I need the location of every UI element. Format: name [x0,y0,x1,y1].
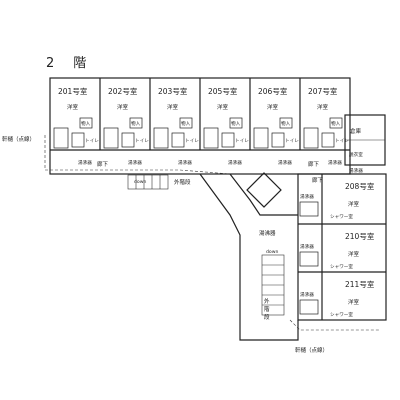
room-type-210: 洋室 [348,250,360,258]
toilet-206 [271,132,285,148]
closet-label-202: 物入 [131,120,141,127]
right-room-labels: 208号室洋室シャワー室湯沸器210号室洋室シャワー室湯沸器211号室洋室シャワ… [299,181,375,318]
center-stair-block [127,172,299,341]
eaves-label-bottom: 軒樋（点線） [295,346,328,354]
room-name-210: 210号室 [345,231,375,241]
bath-201 [53,127,69,149]
down-label-mid: down [266,249,278,255]
closet-206 [279,117,293,129]
heater-label-203: 湯沸器 [178,159,192,166]
heater-label-208: 湯沸器 [300,193,314,200]
shower-box-211 [299,299,319,315]
toilet-label-201: トイレ [85,139,99,144]
heater-label-207: 湯沸器 [328,159,342,166]
corridor-label-1: 廊下 [97,160,109,168]
bath-205 [203,127,219,149]
closet-201 [79,117,93,129]
room-name-208: 208号室 [345,181,375,191]
toilet-label-205: トイレ [235,139,249,144]
closet-label-207: 物入 [331,120,341,127]
heater-label-205: 湯沸器 [228,159,242,166]
right-wing-walls [297,173,387,321]
room-type-211: 洋室 [348,298,360,306]
heater-label-mid: 湯沸器 [259,229,276,237]
closet-label-206: 物入 [281,120,291,127]
toilet-label-203: トイレ [185,139,199,144]
room-name-206: 206号室 [258,86,288,96]
closet-202 [129,117,143,129]
svg-text:階: 階 [264,305,270,313]
closet-label-205: 物入 [231,120,241,127]
eaves-label-left: 軒樋（点線） [2,135,35,143]
closet-label-201: 物入 [81,120,91,127]
shower-label-208: シャワー室 [330,213,353,220]
down-label-top: down [134,179,146,185]
closet-203 [179,117,193,129]
room-type-203: 洋室 [167,103,179,111]
external-stairs-label-top: 外階段 [174,178,191,186]
shower-label-211: シャワー室 [330,311,353,318]
changing-room-label: 脱衣室 [349,151,363,158]
bath-202 [103,127,119,149]
svg-text:外: 外 [264,297,270,305]
room-name-211: 211号室 [345,279,375,289]
room-type-202: 洋室 [117,103,129,111]
closet-205 [229,117,243,129]
eaves-dashed-lines [44,135,380,331]
heater-label-202: 湯沸器 [128,159,142,166]
toilet-202 [121,132,135,148]
toilet-label-206: トイレ [285,139,299,144]
toilet-203 [171,132,185,148]
room-name-202: 202号室 [108,86,138,96]
bath-207 [303,127,319,149]
toilet-207 [321,132,335,148]
floor-title: 2 階 [46,56,90,71]
room-type-205: 洋室 [217,103,229,111]
heater-label-206: 湯沸器 [278,159,292,166]
room-name-207: 207号室 [308,86,338,96]
heater-label-201: 湯沸器 [78,159,92,166]
shower-box-210 [299,251,319,267]
room-type-206: 洋室 [267,103,279,111]
shower-label-210: シャワー室 [330,263,353,270]
corridor-label-2: 廊下 [308,160,320,168]
toilet-205 [221,132,235,148]
room-type-201: 洋室 [67,103,79,111]
bath-206 [253,127,269,149]
toilet-label-202: トイレ [135,139,149,144]
room-name-205: 205号室 [208,86,238,96]
external-stairs-label-vertical: 外 階 段 [264,297,270,321]
room-name-203: 203号室 [158,86,188,96]
closet-207 [329,117,343,129]
toilet-201 [71,132,85,148]
heater-label-211: 湯沸器 [300,291,314,298]
room-name-201: 201号室 [58,86,88,96]
toilet-label-207: トイレ [335,139,349,144]
shower-box-208 [299,201,319,217]
svg-text:段: 段 [264,313,270,321]
heater-label-right: 湯沸器 [349,167,363,174]
heater-label-210: 湯沸器 [300,243,314,250]
bath-203 [153,127,169,149]
room-type-207: 洋室 [317,103,329,111]
top-wing-walls [49,77,386,175]
room-type-208: 洋室 [348,200,360,208]
storage-room-label: 倉庫 [350,127,362,135]
closet-label-203: 物入 [181,120,191,127]
corridor-label-3: 廊下 [312,176,324,184]
